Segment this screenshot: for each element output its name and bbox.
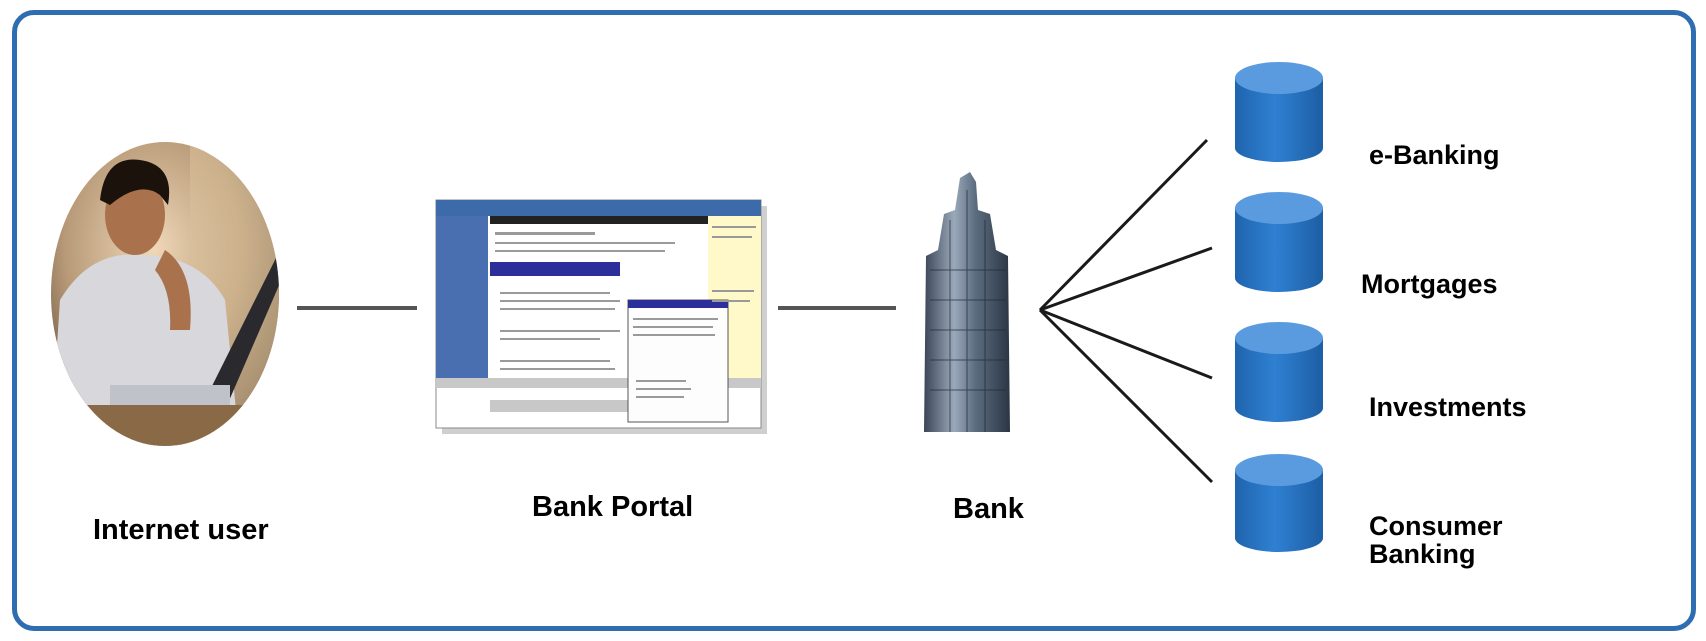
internet-user-photo <box>51 142 279 446</box>
database-cylinder <box>1235 62 1323 162</box>
bank-label: Bank <box>953 493 1024 525</box>
bank-building <box>924 172 1010 432</box>
bank-portal-label: Bank Portal <box>532 491 694 523</box>
database-cylinder <box>1235 322 1323 422</box>
e-banking-label: e-Banking <box>1369 140 1500 170</box>
investments-label: Investments <box>1369 392 1527 422</box>
internet-user-label: Internet user <box>93 514 269 546</box>
database-cylinder <box>1235 192 1323 292</box>
mortgages-label: Mortgages <box>1361 269 1498 299</box>
database-cylinder <box>1235 454 1323 552</box>
consumer-banking-label: Consumer Banking <box>1369 511 1503 570</box>
diagram-frame <box>12 10 1696 631</box>
fanout-connectors <box>1038 138 1214 484</box>
bank-portal-screenshot <box>435 199 767 434</box>
